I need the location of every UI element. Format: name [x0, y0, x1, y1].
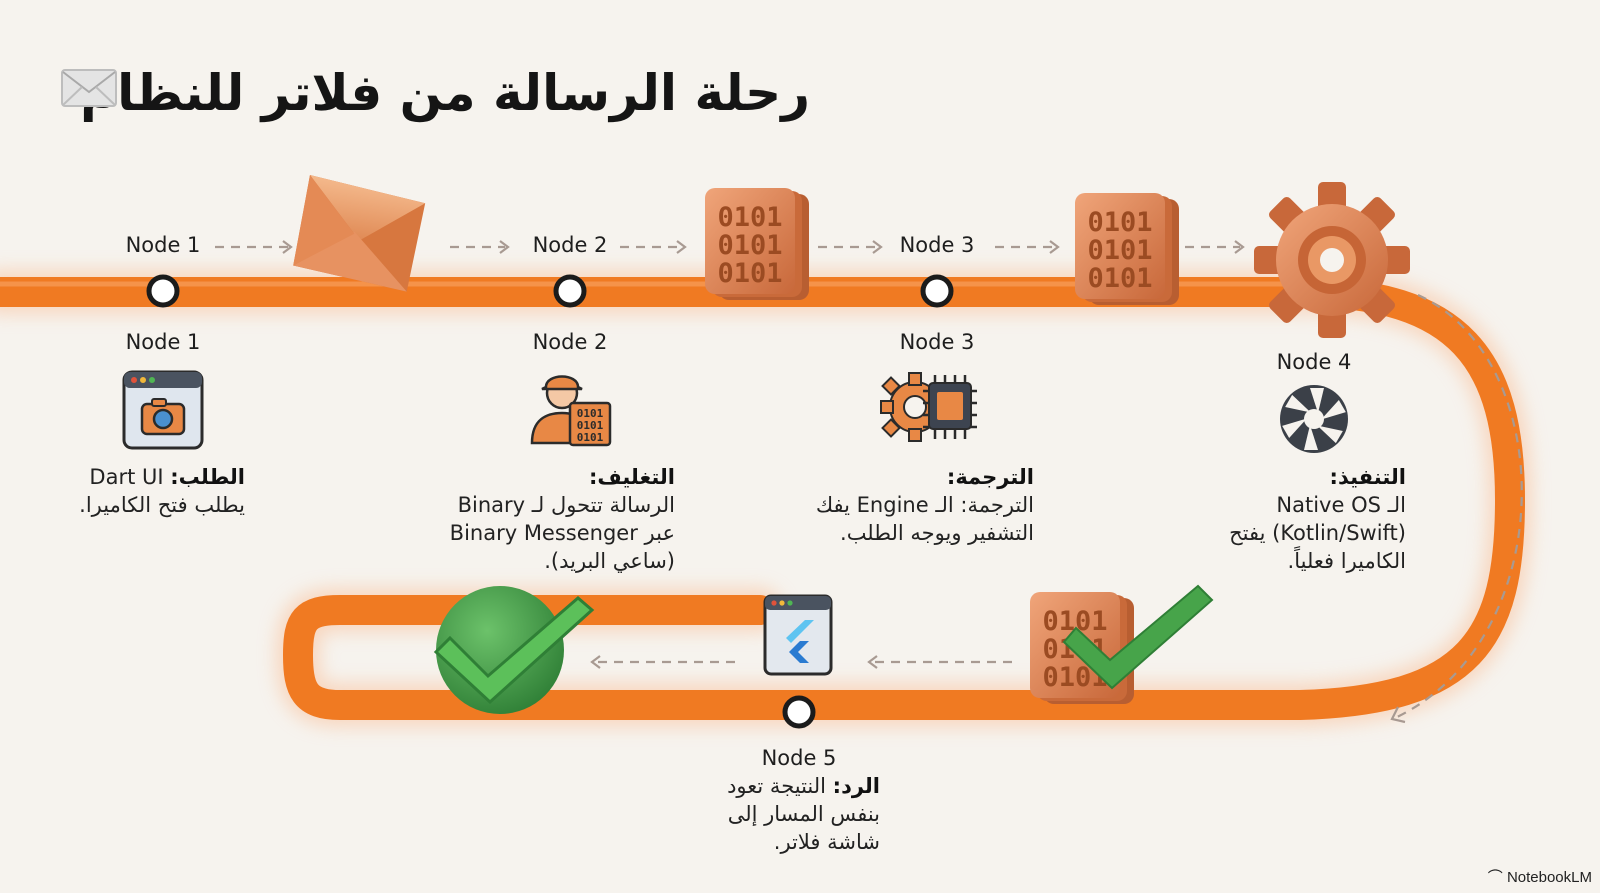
arrow-heads-top	[282, 240, 1245, 254]
node-4-line1: الـ Native OS	[1276, 493, 1406, 517]
node-label-3: Node 3	[899, 330, 975, 354]
gear-3d-icon	[1254, 182, 1410, 338]
node-4-description: التنفيذ: الـ Native OS (Kotlin/Swift) يف…	[1229, 463, 1406, 575]
node-marker-1	[146, 274, 180, 308]
node-3-heading: الترجمة:	[946, 465, 1034, 489]
svg-text:0101: 0101	[1087, 235, 1152, 266]
svg-text:0101: 0101	[1087, 263, 1152, 294]
node-marker-2	[553, 274, 587, 308]
node-3-line2: التشفير ويوجه الطلب.	[840, 521, 1034, 545]
worker-binary-icon: 0101 0101 0101	[530, 375, 612, 447]
node-4-heading: التنفيذ:	[1329, 465, 1406, 489]
node-1-heading: الطلب:	[170, 465, 245, 489]
node-2-heading: التغليف:	[588, 465, 675, 489]
top-node-label-1: Node 1	[125, 233, 201, 257]
node-5-heading: الرد:	[832, 774, 880, 798]
node-2-description: التغليف: الرسالة تتحول لـ Binary عبر Bin…	[450, 463, 675, 575]
top-node-label-3: Node 3	[899, 233, 975, 257]
notebooklm-logo-icon: ⌒	[1487, 869, 1507, 886]
svg-text:0101: 0101	[577, 407, 604, 420]
svg-text:0101: 0101	[1087, 207, 1152, 238]
node-1-line2: يطلب فتح الكاميرا.	[79, 493, 245, 517]
binary-block-icon-2: 0101 0101 0101	[1075, 193, 1179, 305]
footer-brand-text: NotebookLM	[1506, 869, 1592, 886]
svg-text:0101: 0101	[717, 202, 782, 233]
gear-chip-icon	[880, 372, 977, 442]
node-5-line2: بنفس المسار إلى	[727, 802, 880, 826]
svg-text:0101: 0101	[717, 258, 782, 289]
node-1-line1: Dart UI	[89, 465, 171, 489]
return-curve-arrow	[1394, 294, 1523, 719]
svg-text:0101: 0101	[577, 419, 604, 432]
node-4-line3: الكاميرا فعلياً.	[1287, 549, 1406, 573]
binary-block-icon-1: 0101 0101 0101	[705, 188, 809, 300]
node-1-description: الطلب: Dart UI يطلب فتح الكاميرا.	[79, 463, 245, 519]
page-title: رحلة الرسالة من فلاتر للنظام	[80, 64, 811, 122]
node-5-line3: شاشة فلاتر.	[773, 830, 880, 854]
flutter-app-icon	[763, 594, 833, 676]
node-label-4: Node 4	[1276, 350, 1352, 374]
camera-app-icon	[122, 370, 204, 450]
envelope-3d-icon	[293, 175, 426, 292]
node-marker-3	[920, 274, 954, 308]
node-2-line2: عبر Binary Messenger	[449, 521, 675, 545]
top-node-label-2: Node 2	[532, 233, 608, 257]
footer-brand: ⌒ NotebookLM	[1488, 866, 1592, 887]
node-label-5: Node 5	[761, 746, 837, 770]
envelope-icon	[61, 69, 117, 107]
svg-text:0101: 0101	[717, 230, 782, 261]
node-label-1: Node 1	[125, 330, 201, 354]
binary-block-check-icon: 0101 0101 0101	[1030, 584, 1214, 704]
camera-aperture-icon	[1280, 385, 1348, 453]
node-2-line1: الرسالة تتحول لـ Binary	[457, 493, 675, 517]
success-check-icon-large	[433, 586, 595, 714]
node-marker-5	[782, 695, 816, 729]
node-label-2: Node 2	[532, 330, 608, 354]
node-5-description: الرد: النتيجة تعود بنفس المسار إلى شاشة …	[727, 772, 880, 856]
node-3-description: الترجمة: الترجمة: الـ Engine يفك التشفير…	[816, 463, 1034, 547]
node-4-line2: (Kotlin/Swift) يفتح	[1229, 521, 1406, 545]
node-2-line3: (ساعي البريد).	[544, 549, 675, 573]
svg-text:0101: 0101	[577, 431, 604, 444]
journey-path	[0, 277, 1526, 720]
node-3-line1: الترجمة: الـ Engine يفك	[815, 493, 1034, 517]
node-5-line1: النتيجة تعود	[727, 774, 833, 798]
